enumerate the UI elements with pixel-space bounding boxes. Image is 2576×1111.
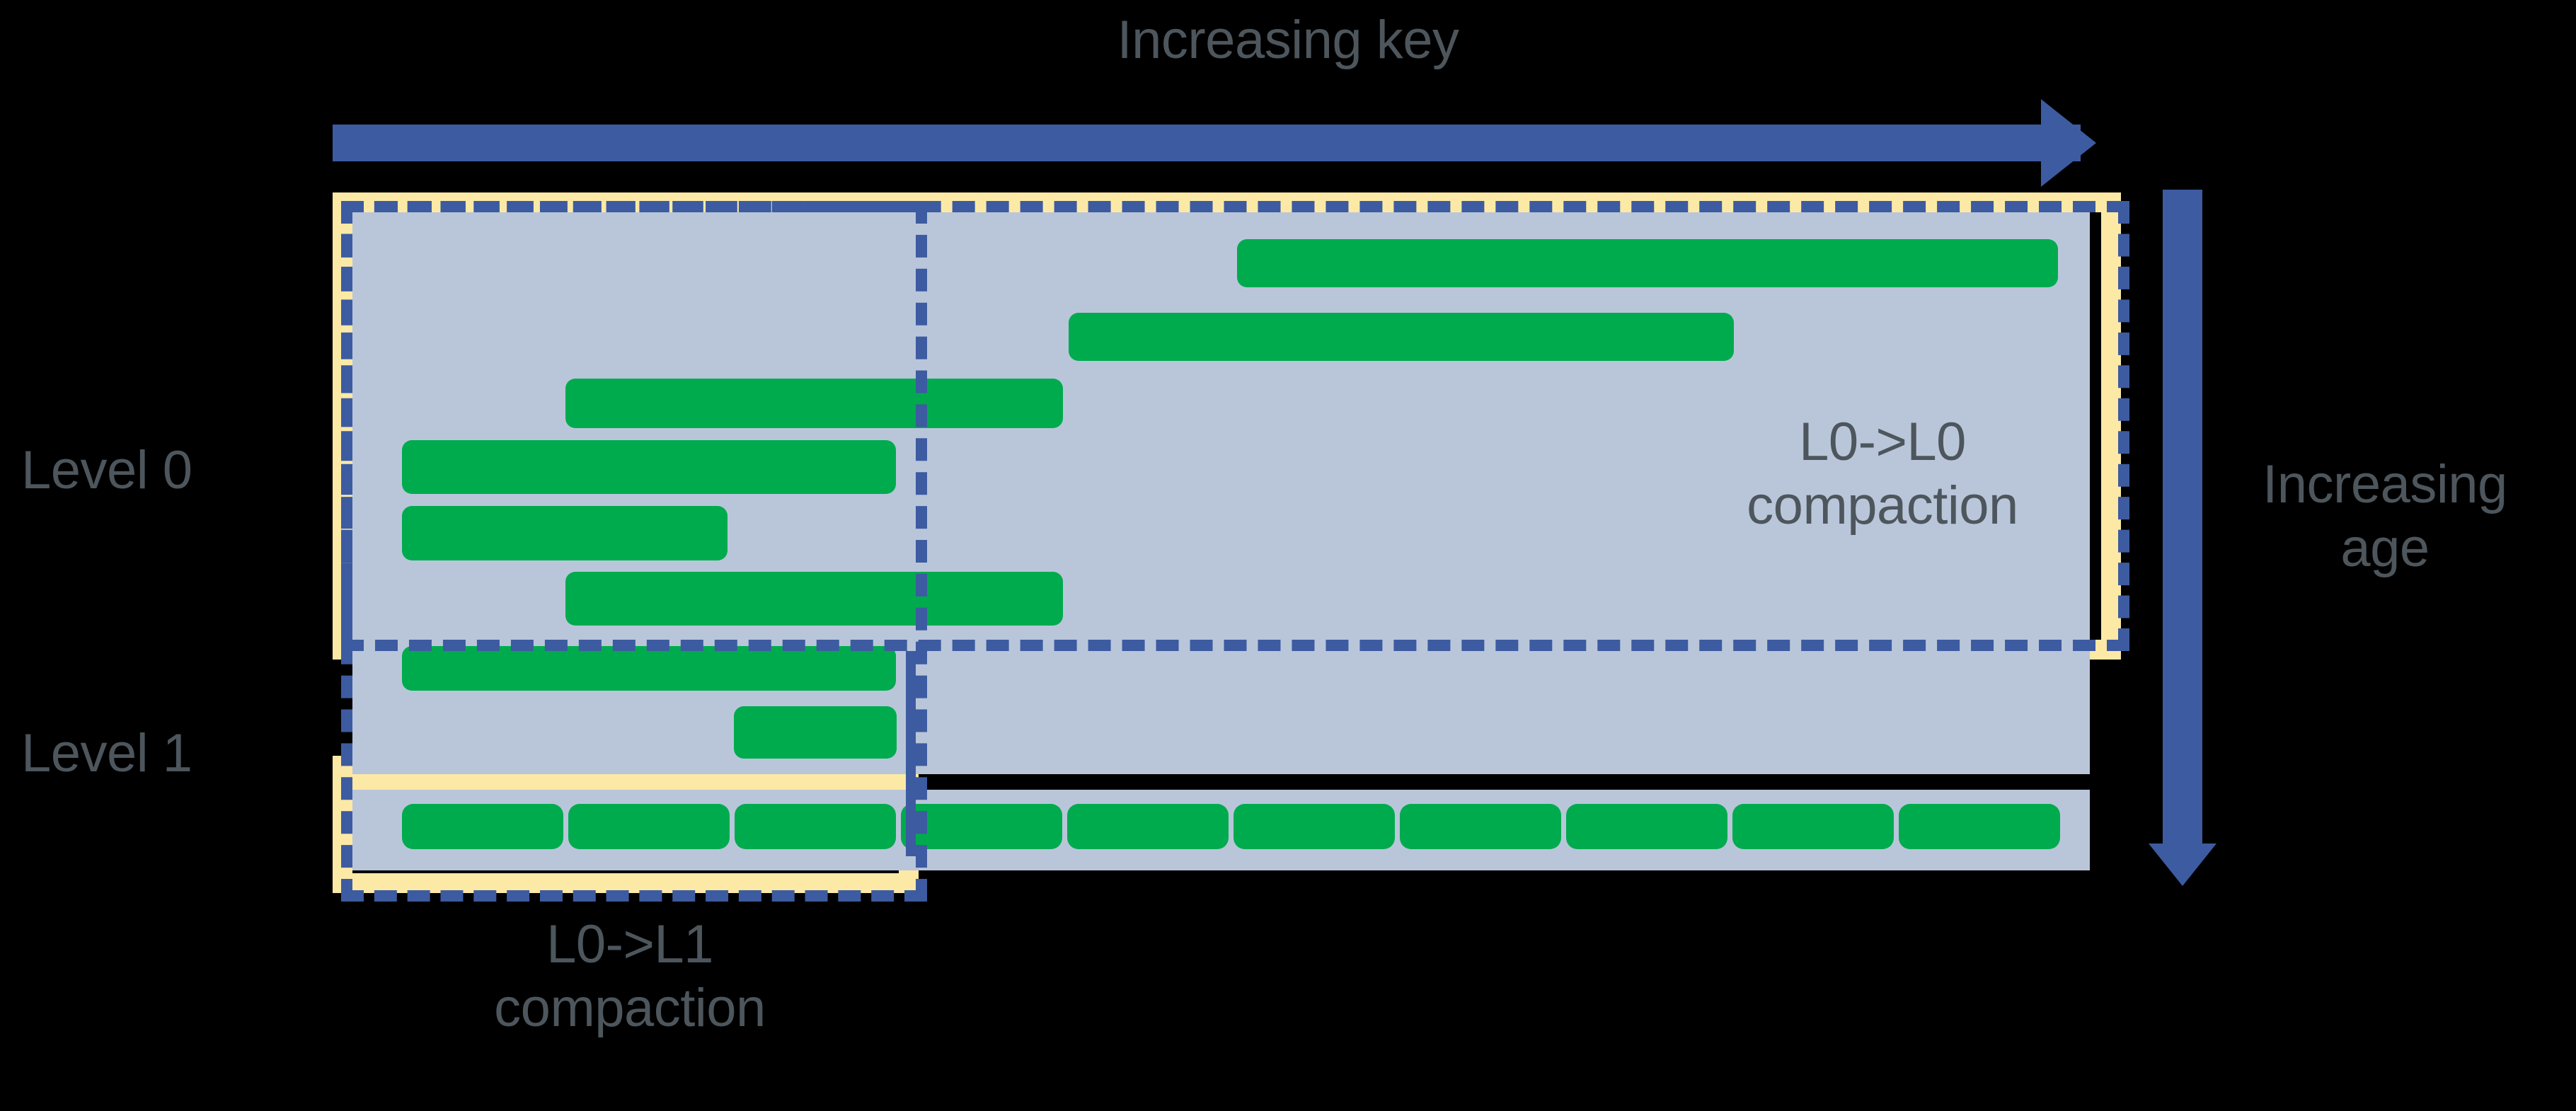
increasing-age-arrow-head	[2149, 844, 2216, 886]
level-0-sstable	[565, 572, 1063, 626]
level-separator-yellow-band	[352, 774, 919, 790]
level-0-sstable	[402, 646, 896, 691]
l0-to-l1-selection-outline[interactable]	[341, 201, 927, 902]
increasing-age-label: Increasing age	[2262, 454, 2507, 578]
level-1-sstable	[901, 804, 1062, 849]
level-0-sstable	[565, 379, 1063, 428]
increasing-age-arrow-shaft	[2163, 190, 2202, 848]
level-1-top-rule	[919, 784, 2090, 790]
l0-to-l1-right-edge-divider	[906, 651, 916, 856]
level-0-sstable	[734, 706, 897, 759]
level-0-sstable	[1069, 313, 1734, 361]
level-0-sstable	[402, 506, 728, 560]
level-0-label: Level 0	[21, 440, 192, 500]
increasing-key-arrow-shaft	[333, 125, 2081, 161]
level-1-sstable	[1732, 804, 1894, 849]
level-1-label: Level 1	[21, 723, 192, 783]
level-1-sstable	[1400, 804, 1561, 849]
increasing-key-arrow-head	[2041, 99, 2096, 187]
increasing-key-label: Increasing key	[1117, 10, 1459, 70]
level-0-sstable	[1237, 239, 2058, 287]
level-1-sstable	[402, 804, 563, 849]
level-1-sstable	[1899, 804, 2060, 849]
level-1-sstable	[735, 804, 896, 849]
level-1-sstable	[1234, 804, 1395, 849]
l0-to-l0-compaction-label: L0->L0 compaction	[1747, 412, 2018, 536]
level-1-sstable	[1067, 804, 1229, 849]
level-1-sstable	[1566, 804, 1727, 849]
level-1-sstable	[568, 804, 730, 849]
level-0-sstable	[402, 440, 896, 494]
l0-to-l1-compaction-label: L0->L1 compaction	[494, 914, 766, 1038]
